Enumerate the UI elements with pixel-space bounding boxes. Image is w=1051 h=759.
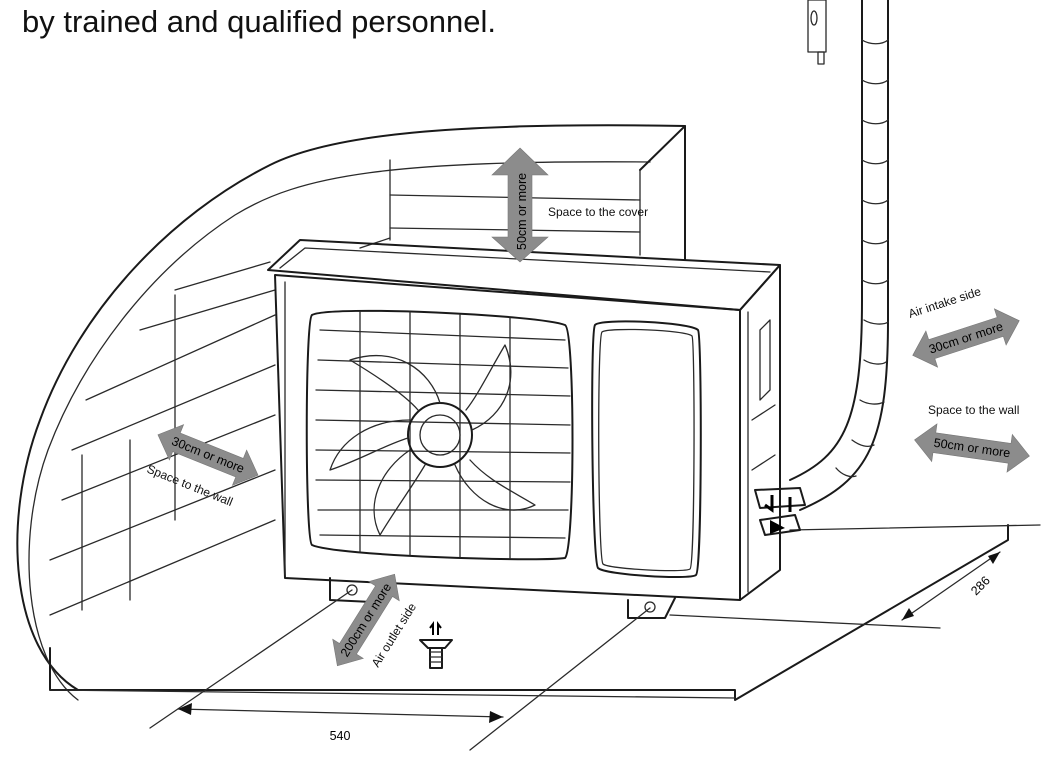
floor: [49, 524, 1041, 701]
fan-grille-lines: [315, 311, 571, 559]
depth-dimension: 286: [901, 551, 1001, 621]
cover-clearance-arrow: 50cm or more: [491, 147, 549, 263]
anchor-bolt-icon: [419, 621, 453, 669]
air-intake-side-label: Air intake side: [907, 284, 983, 321]
pipe: [789, 0, 889, 511]
right-wall-clearance-arrow: 50cm or more: [914, 423, 1030, 473]
space-to-cover-label: Space to the cover: [548, 205, 648, 219]
cover-clearance-label: 50cm or more: [515, 173, 529, 250]
wall-enclosure: [16, 124, 686, 701]
dim-depth-label: 286: [968, 573, 993, 598]
fan-blades: [329, 344, 536, 536]
outdoor-unit: [267, 239, 806, 619]
dim-width-label: 540: [330, 729, 351, 743]
header-text: by trained and qualified personnel.: [22, 4, 496, 39]
space-to-wall-right-label: Space to the wall: [928, 403, 1019, 417]
width-dimension: 540: [149, 589, 651, 751]
